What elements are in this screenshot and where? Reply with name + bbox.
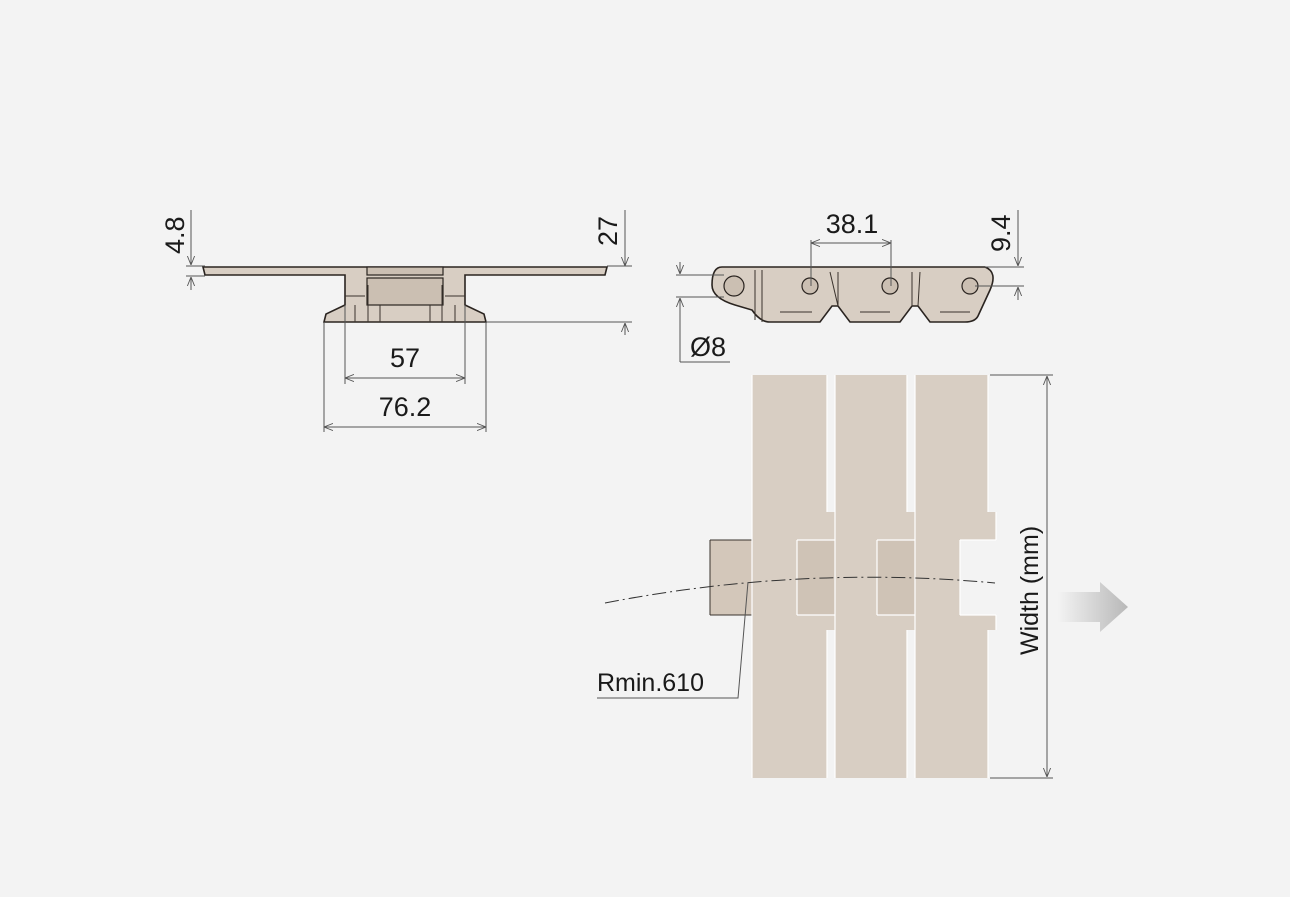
pin-diameter-dimension: Ø8 — [690, 332, 726, 362]
width-dimension: Width (mm) — [1016, 526, 1044, 655]
front-view: 4.8 27 57 76.2 — [160, 210, 632, 432]
direction-arrow-icon — [1058, 582, 1128, 632]
pin-offset-dimension: 9.4 — [986, 214, 1016, 252]
min-radius-label: Rmin.610 — [597, 669, 704, 697]
top-view: Width (mm) Rmin.610 — [597, 374, 1128, 779]
pitch-dimension: 38.1 — [826, 209, 879, 239]
height-dimension: 27 — [593, 216, 623, 246]
outer-width-dimension: 76.2 — [379, 392, 432, 422]
inner-width-dimension: 57 — [390, 343, 420, 373]
side-view: 38.1 9.4 Ø8 — [676, 209, 1024, 363]
thickness-dimension: 4.8 — [160, 216, 190, 254]
